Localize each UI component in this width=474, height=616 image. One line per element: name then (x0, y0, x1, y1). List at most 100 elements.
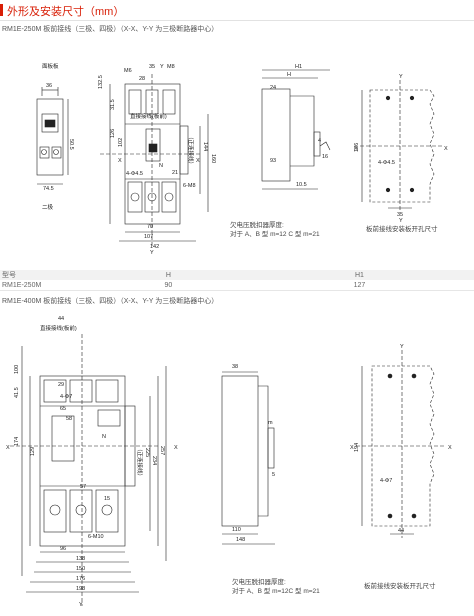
dim-24: 24 (270, 85, 276, 91)
spec-header-row: 型号 H H1 (0, 270, 474, 280)
dim-142: 142 (150, 244, 159, 250)
note-section1: 欠电压脱扣器厚度: 对于 A、B 型 m=12 C 型 m=21 (230, 221, 320, 239)
panel-cutout-400m (356, 350, 446, 538)
dim-100: 100 (14, 365, 20, 374)
dim-5: 5 (272, 472, 275, 478)
rm1e-400m-drawing: 44 直接接线(板前) 100 41.5 29 4-Φ7 65 58 174 1… (6, 316, 452, 608)
dim-174: 174 (14, 437, 20, 446)
front-view-labels: M6 35 M8 28 132.5 31.5 126 102 144 160 （… (98, 64, 216, 256)
label-screw-400: 6-M10 (88, 534, 104, 540)
label-direct: 直接接线(板前) (130, 112, 167, 120)
spec-cell-h: 90 (92, 280, 245, 291)
dim-234: 234 (151, 456, 157, 465)
label-side-pos: （正连接线） (187, 134, 195, 167)
label-m6: M6 (124, 68, 132, 74)
label-direct-400: 直接接线(板前) (40, 324, 77, 332)
spec-row: RM1E-250M 90 127 (0, 280, 474, 291)
dim-198: 198 (76, 586, 85, 592)
dim-35: 35 (149, 64, 155, 70)
dim-148: 148 (236, 537, 245, 543)
rm1e-250m-drawing: 面板板 36 50.5 74.5 二极 M6 35 M8 28 132.5 31… (36, 62, 448, 256)
dim-m: 4 (318, 138, 321, 144)
dim-225: 225 (144, 448, 150, 457)
dim-74-5: 74.5 (43, 186, 54, 192)
label-x-panel-left: X (354, 146, 358, 152)
section-header: 外形及安装尺寸（mm） (0, 0, 474, 21)
dim-31-5: 31.5 (110, 99, 116, 110)
dim-16: 16 (322, 154, 328, 160)
label-x-400-right: X (174, 445, 178, 451)
label-n: N (159, 163, 163, 169)
dim-150: 150 (76, 566, 85, 572)
dim-65: 65 (60, 406, 66, 412)
dim-107: 107 (144, 234, 153, 240)
label-x-panel2-right: X (448, 445, 452, 451)
label-x-400-left: X (6, 445, 10, 451)
panel-cutout-250m (360, 80, 442, 212)
note1-line1: 欠电压脱扣器厚度: (230, 222, 284, 229)
front-view-250m (100, 74, 209, 246)
side-view-labels: H1 H 24 93 4 16 10.5 (270, 64, 328, 188)
spec-header-model: 型号 (0, 270, 92, 280)
dim-110: 110 (232, 527, 241, 533)
dim-70: 70 (147, 224, 153, 230)
dim-28: 28 (139, 76, 145, 82)
dim-44-panel: 44 (398, 528, 404, 534)
panel-cutout-400m-labels: Y X X 194 4-Φ7 44 (350, 344, 452, 534)
dim-58: 58 (66, 416, 72, 422)
dim-93: 93 (270, 158, 276, 164)
label-screw: 6-M8 (183, 183, 196, 189)
label-y-400-bottom: Y (79, 602, 83, 608)
panel-caption-2: 板前接线安装板开孔尺寸 (364, 583, 436, 590)
dim-38: 38 (232, 364, 238, 370)
dim-36: 36 (46, 83, 52, 89)
section1-caption: RM1E-250M 板前接线（三极、四极）（X-X、Y-Y 为三极断路器中心） (2, 26, 219, 33)
side-view-400m (221, 371, 275, 545)
side-view-400m-labels: 38 m 5 110 148 (232, 364, 275, 543)
note2-line1: 欠电压脱扣器厚度: (232, 579, 286, 586)
label-y-top: Y (160, 64, 164, 70)
dim-138: 138 (76, 556, 85, 562)
spec-cell-h1: 127 (244, 280, 474, 291)
label-board: 面板板 (42, 62, 59, 70)
label-y-bottom: Y (150, 250, 154, 256)
dim-144: 144 (202, 142, 208, 151)
label-h1: H1 (295, 64, 302, 70)
label-x-panel-right: X (444, 146, 448, 152)
dim-35-panel: 35 (397, 212, 403, 218)
label-x-right: X (196, 158, 200, 164)
dim-194: 194 (354, 443, 360, 452)
note2-line2: 对于 A、B 型 m=12C 型 m=21 (232, 588, 320, 595)
page-title: 外形及安装尺寸（mm） (7, 6, 125, 18)
dim-102: 102 (118, 138, 124, 147)
dim-160: 160 (210, 154, 216, 163)
label-x-left: X (118, 158, 122, 164)
label-y-panel-bottom: Y (399, 218, 403, 224)
note1-line2: 对于 A、B 型 m=12 C 型 m=21 (230, 231, 320, 238)
label-x-panel2-left: X (350, 445, 354, 451)
panel-cutout-labels: Y Y X X 126 4-Φ4.5 35 (354, 74, 448, 224)
dim-50-5: 50.5 (68, 139, 74, 150)
dim-44: 44 (58, 316, 64, 322)
dim-29: 29 (58, 382, 64, 388)
dim-257: 257 (159, 446, 165, 455)
dim-10-5: 10.5 (296, 182, 307, 188)
section2-caption: RM1E-400M 板前接线（三极、四极）（X-X、Y-Y 为三极断路器中心） (2, 298, 219, 305)
label-n4-400: 4-Φ7 (380, 478, 392, 484)
side-view-250m (261, 69, 331, 190)
front-view-400m (10, 334, 167, 606)
dim-m-400: m (268, 420, 273, 426)
two-pole-breaker-view (36, 87, 69, 185)
dim-15: 15 (104, 496, 110, 502)
dim-57: 57 (80, 484, 86, 490)
dim-41-5: 41.5 (14, 387, 20, 398)
label-h: H (287, 72, 291, 78)
label-m8: M8 (167, 64, 175, 70)
dim-21: 21 (172, 170, 178, 176)
dim-126-panel: 126 (354, 143, 360, 152)
panel-caption-1: 板前接线安装板开孔尺寸 (366, 226, 438, 233)
dim-176: 176 (76, 576, 85, 582)
dim-129: 129 (30, 447, 36, 456)
dim-96: 96 (60, 546, 66, 552)
label-two-pole: 二极 (42, 203, 54, 211)
